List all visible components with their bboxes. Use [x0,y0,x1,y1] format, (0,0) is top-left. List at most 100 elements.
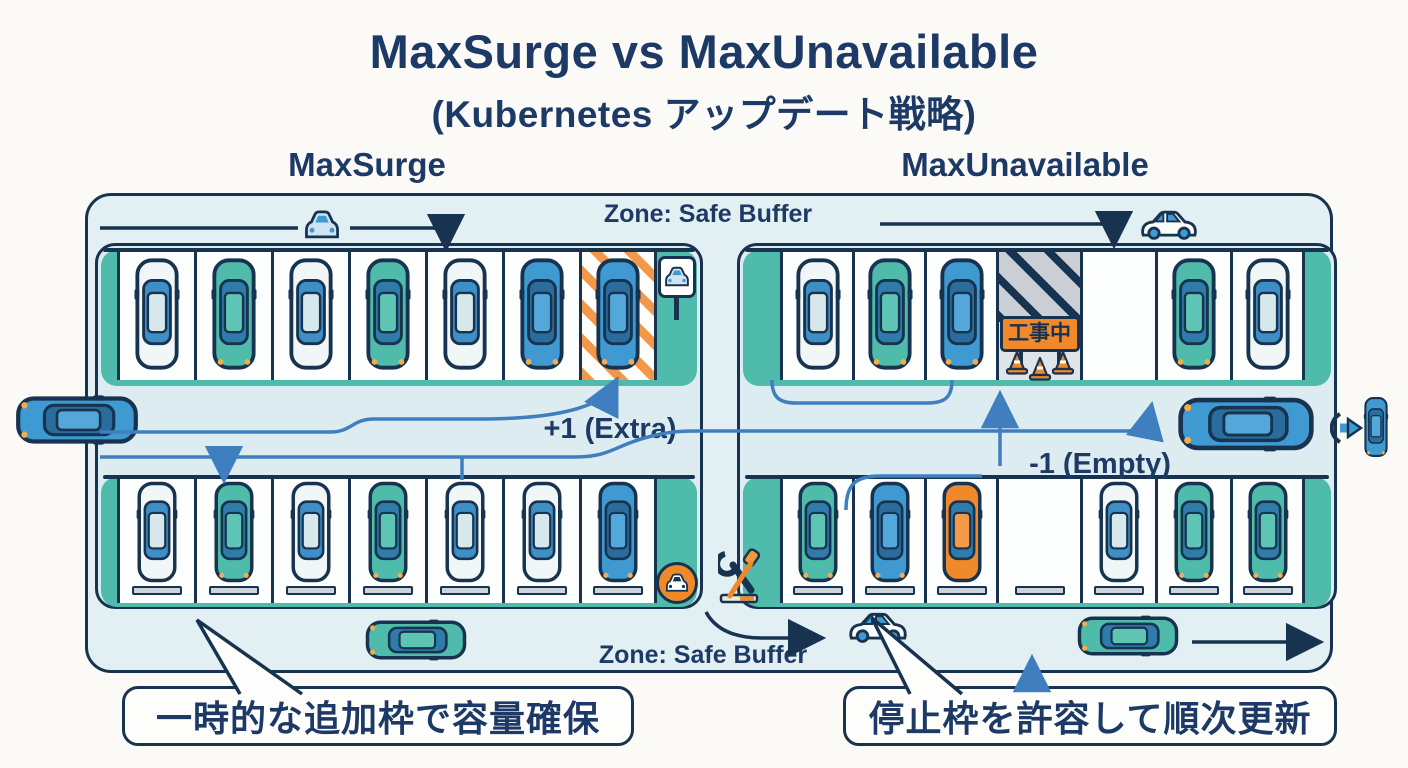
parking-stall [502,477,579,603]
wheel-stopper [363,586,413,595]
caption-maxunavailable-text: 停止枠を許容して順次更新 [868,698,1312,739]
parking-stall [924,250,996,380]
wheel-stopper [864,586,915,595]
parking-stall [1230,477,1305,603]
car-top-view-white [521,480,563,584]
parking-stall [194,250,271,380]
car-top-view-teal [211,255,257,373]
row-maxunavailable-top: 工事中 [743,250,1331,381]
car-badge-icon [656,562,698,604]
row-maxsurge-bottom [101,477,697,603]
parking-stall [348,477,425,603]
car-top-view-white [1244,255,1291,373]
car-top-view-blue [938,255,985,373]
surge-annotation: +1 (Extra) [543,413,677,445]
zone-label-bottom: Zone: Safe Buffer [598,641,808,669]
car-top-view-blue [869,480,911,584]
wheel-stopper [132,586,182,595]
wrench-screwdriver-icon [718,548,764,604]
wheel-stopper [792,586,843,595]
car-front-icon [302,208,342,241]
caption-maxsurge: 一時的な追加枠で容量確保 [122,686,634,746]
parking-stall [271,477,348,603]
traffic-cone-icon [1051,350,1075,375]
car-top-view-teal [213,480,255,584]
row-topline [745,248,1329,252]
caption-maxsurge-text: 一時的な追加枠で容量確保 [155,698,600,739]
car-side-icon [846,608,910,645]
car-top-view-white [444,480,486,584]
wheel-stopper [593,586,643,595]
car-top-view-white [442,255,488,373]
column-header-maxsurge: MaxSurge [288,146,446,183]
parking-stall [1155,250,1230,380]
parking-stall [1080,477,1155,603]
car-top-view-white [1098,480,1140,584]
car-top-view-teal [1247,480,1289,584]
parking-stall [117,250,194,380]
stall-under-construction: 工事中 [996,250,1080,381]
parking-stall [425,250,502,380]
car-top-view-teal [1171,255,1217,373]
parking-stall [1155,477,1230,603]
car-top-view-teal [367,480,409,584]
parking-stall [924,477,996,603]
wheel-stopper [1242,586,1293,595]
car-top-view-teal [866,255,913,373]
car-entering-left [14,392,140,448]
wheel-stopper [517,586,567,595]
stall-empty [1080,250,1155,380]
car-top-view-white [794,255,841,373]
parking-stall [425,477,502,603]
parking-stall [348,250,425,380]
car-top-view-white [290,480,332,584]
car-bottom-road-left [364,616,468,664]
row-maxunavailable-bottom [743,477,1331,603]
caption-maxunavailable: 停止枠を許容して順次更新 [843,686,1337,746]
column-header-maxunavailable: MaxUnavailable [901,146,1149,183]
parking-stall [780,477,852,603]
traffic-cone-icon [1028,356,1052,381]
parking-stall [579,477,657,603]
car-top-view-white [134,255,180,373]
parking-stall [271,250,348,380]
car-exiting-right [1360,396,1392,458]
row-topline [745,475,1329,479]
row-maxsurge-top [101,250,697,380]
page-title: MaxSurge vs MaxUnavailable [369,25,1039,78]
car-top-view-teal [1173,480,1215,584]
car-top-view-white [288,255,334,373]
wheel-stopper [209,586,259,595]
parking-stall [1230,250,1305,380]
traffic-cone-icon [1005,350,1029,375]
wheel-stopper [1169,586,1219,595]
row-topline [103,248,695,252]
exit-arrow-icon [1330,406,1364,450]
row-topline [103,475,695,479]
parking-stall [852,250,924,380]
car-top-view-blue [595,255,641,373]
parking-stall [117,477,194,603]
hatch-pattern [999,250,1080,322]
zone-label-top: Zone: Safe Buffer [603,200,813,228]
wheel-stopper [936,586,987,595]
parking-stall [852,477,924,603]
parking-stall [579,250,657,380]
parking-sign-icon [658,256,696,298]
car-top-view-blue [519,255,565,373]
car-bottom-road-right [1076,612,1180,660]
car-top-view-white [136,480,178,584]
parking-stall [194,477,271,603]
car-side-icon [1138,206,1200,242]
wheel-stopper [1014,586,1065,595]
wheel-stopper [286,586,336,595]
wheel-stopper [440,586,490,595]
parking-sign-post [674,298,679,320]
car-top-view-orange [941,480,983,584]
car-top-view-teal [797,480,839,584]
construction-sign: 工事中 [999,316,1080,352]
stall-empty [996,477,1080,603]
page-subtitle: (Kubernetes アップデート戦略) [431,94,977,135]
parking-stall [502,250,579,380]
